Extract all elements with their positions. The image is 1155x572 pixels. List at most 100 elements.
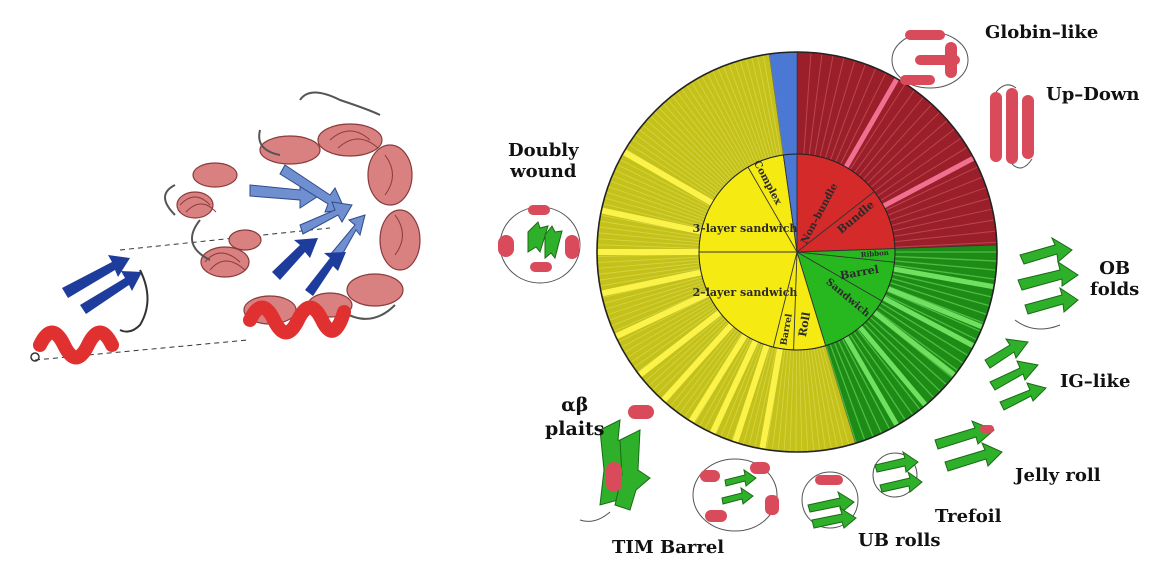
inner-divider — [772, 251, 798, 348]
stripe-alpha-beta — [605, 279, 704, 310]
stripe-beta — [894, 255, 997, 262]
stripe-alpha-beta — [619, 158, 711, 207]
thumb-tim — [692, 458, 779, 532]
stripe-alpha — [894, 241, 997, 248]
stripe-alpha-beta — [658, 107, 730, 182]
fold-thumbnails — [498, 30, 1079, 532]
stripe-alpha-beta — [608, 285, 706, 321]
stripe-beta — [869, 316, 947, 386]
stripe-beta — [894, 264, 996, 280]
stripe-alpha-beta — [691, 81, 746, 169]
thumb-ig — [984, 338, 1047, 411]
stripe-beta-highlight — [893, 266, 995, 290]
stripe-alpha-beta — [696, 78, 749, 168]
label-roll: Roll — [796, 311, 813, 338]
label-ribbon: Ribbon — [860, 248, 889, 259]
stripe-alpha-beta — [795, 349, 797, 452]
stripe-alpha — [814, 55, 834, 156]
stripe-alpha — [840, 72, 887, 165]
inner-divider — [793, 251, 798, 350]
inner-divider — [796, 191, 875, 253]
stripe-alpha-beta — [631, 138, 717, 197]
stripe-alpha-beta — [671, 95, 737, 176]
label-ub-rolls: UB rolls — [858, 530, 941, 551]
stripe-alpha-beta — [725, 343, 763, 440]
inner-divider — [796, 251, 883, 302]
stripe-alpha-beta — [614, 169, 708, 213]
stripe-alpha-beta — [599, 268, 701, 287]
stripe-beta — [866, 319, 941, 392]
stripe-alpha — [894, 230, 996, 243]
stripe-alpha — [889, 187, 987, 221]
stripe-beta-highlight — [886, 286, 984, 330]
stripe-alpha-beta — [757, 55, 779, 157]
stripe-alpha-beta — [789, 349, 794, 452]
helix-turns — [179, 130, 403, 271]
stripe-alpha-beta — [686, 85, 744, 171]
stripe-beta — [837, 340, 883, 434]
stripe-alpha-beta — [621, 298, 712, 348]
stripe-alpha-beta — [819, 347, 844, 447]
protein-sheet — [249, 164, 366, 263]
stripe-alpha-beta — [798, 349, 803, 452]
stripe-alpha — [808, 53, 823, 155]
thumb-ab-plaits — [579, 405, 654, 522]
stripe-alpha — [891, 197, 990, 227]
stripe-alpha-beta — [669, 327, 736, 407]
stripe-beta — [849, 334, 906, 421]
stripe-alpha-beta — [679, 331, 740, 415]
stripe-alpha-beta — [604, 197, 703, 226]
stripe-alpha-beta — [611, 287, 707, 327]
stripe-beta — [880, 302, 969, 357]
thumb-trefoil — [872, 450, 923, 498]
inner-divider — [796, 248, 895, 253]
stripe-alpha-beta — [728, 63, 765, 160]
stripe-alpha-beta-highlight — [600, 269, 702, 297]
stripe-alpha-beta — [612, 175, 707, 215]
stripe-alpha — [835, 67, 877, 163]
stripe-alpha-beta — [712, 70, 756, 164]
stripe-alpha-beta-highlight — [637, 309, 722, 378]
stripe-beta-highlight — [843, 335, 900, 427]
stripe-alpha-beta — [613, 290, 708, 332]
stripe-alpha-beta — [745, 58, 773, 158]
stripe-alpha-beta — [599, 220, 701, 238]
stripe-alpha-beta — [652, 319, 727, 391]
stripe-alpha-beta — [635, 133, 719, 195]
stripe-alpha-beta — [623, 300, 713, 353]
stripe-alpha-beta — [630, 305, 716, 364]
stripe-alpha-beta — [597, 238, 700, 246]
stripe-alpha — [880, 146, 968, 202]
stripe-alpha-beta — [810, 348, 826, 451]
stripe-alpha-beta — [681, 88, 741, 173]
stripe-alpha-beta — [626, 303, 715, 359]
stripe-alpha — [803, 52, 812, 155]
stripe-alpha — [873, 128, 955, 193]
thumb-jelly — [934, 420, 1003, 472]
stripe-alpha-beta — [667, 99, 734, 178]
dashed-link-top — [119, 227, 331, 251]
thumb-doubly-wound — [498, 205, 581, 284]
stripe-alpha-beta — [609, 180, 706, 218]
stripe-alpha-beta — [616, 164, 710, 210]
stripe-alpha-beta — [704, 338, 753, 430]
inner-divider — [796, 251, 895, 263]
outer-ring-outline — [596, 51, 998, 453]
stripe-alpha-beta-highlight — [732, 344, 770, 444]
stripe-alpha-beta — [628, 143, 715, 200]
stripe-alpha-beta — [656, 321, 729, 395]
inner-ring-outline — [698, 153, 896, 351]
stripe-alpha-beta-highlight — [709, 339, 759, 435]
stripe-alpha — [862, 103, 933, 180]
stripe-alpha-beta-highlight — [622, 149, 714, 206]
stripe-alpha-beta — [646, 119, 724, 188]
protein-helices — [176, 123, 421, 325]
stripe-alpha-beta — [813, 348, 832, 450]
stripe-alpha-beta — [754, 347, 777, 448]
stripe-alpha-beta-highlight — [600, 207, 702, 235]
stripe-alpha — [893, 219, 995, 237]
stripe-alpha-beta — [717, 68, 759, 163]
stripe-alpha-beta — [597, 256, 700, 263]
stripe-alpha-beta — [597, 244, 700, 249]
